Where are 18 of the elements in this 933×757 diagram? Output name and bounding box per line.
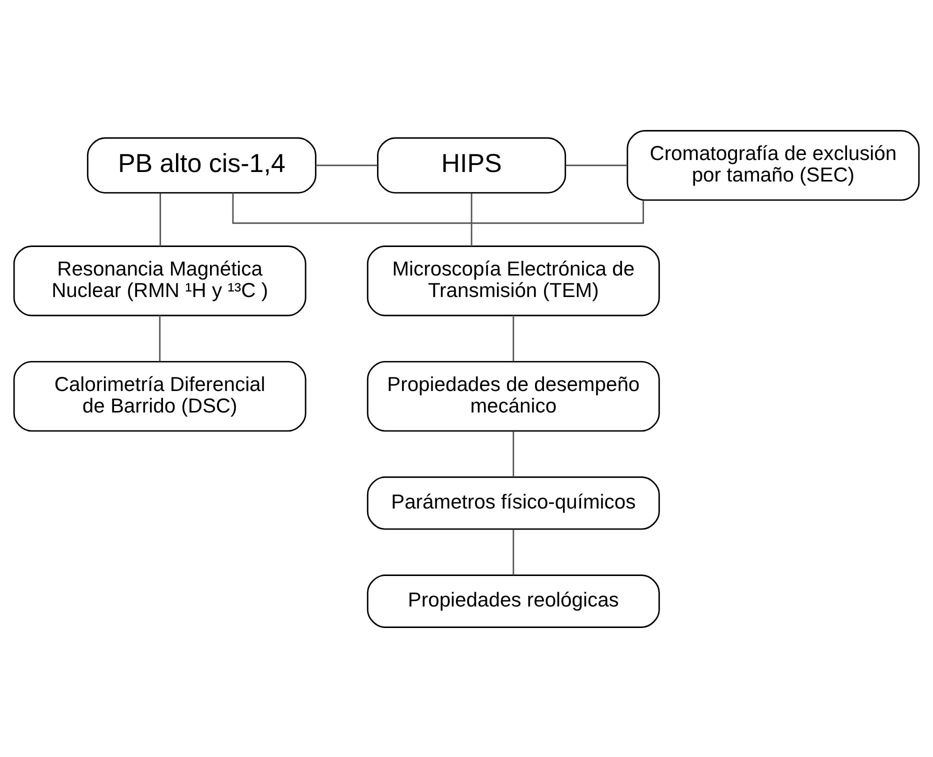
node-box: Microscopía Electrónica de Transmisión (TEM): [366, 245, 660, 316]
node-box: Cromatografía de exclusión por tamaño (SEC): [626, 130, 920, 200]
connector: [512, 528, 514, 574]
connector: [470, 192, 472, 246]
connector: [512, 430, 514, 476]
node-box: Calorimetría Diferencial de Barrido (DSC): [13, 360, 306, 432]
connector: [160, 192, 162, 246]
node-box: Propiedades reológicas: [366, 574, 660, 628]
node-box: Resonancia Magnética Nuclear (RMN ¹H y ¹³C ): [13, 245, 306, 316]
connector: [232, 192, 644, 224]
connector: [159, 315, 161, 361]
node-box: Propiedades de desempeño mecánico: [366, 360, 660, 432]
node-box: HIPS: [377, 136, 566, 194]
connector: [566, 164, 628, 166]
connector: [512, 315, 514, 361]
node-box: PB alto cis-1,4: [86, 136, 316, 194]
node-box: Parámetros físico-químicos: [366, 476, 660, 530]
connector: [316, 164, 378, 166]
